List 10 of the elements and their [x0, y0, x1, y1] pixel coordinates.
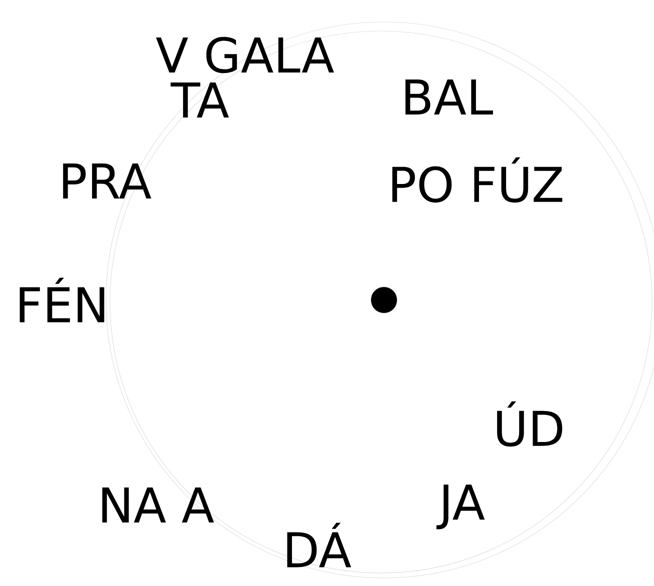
word-label: PO FÚZ	[392, 157, 562, 203]
word-label: NA A	[102, 488, 214, 522]
word-label: V GALA	[156, 36, 334, 74]
word-label: TA	[170, 82, 229, 118]
word-label: FÉN	[20, 278, 104, 322]
word-label: ÚD	[497, 401, 562, 447]
word-label: PRA	[63, 164, 152, 198]
word-label: BAL	[405, 80, 493, 114]
word-label: JA	[436, 484, 485, 530]
word-label: DÁ	[287, 522, 352, 568]
